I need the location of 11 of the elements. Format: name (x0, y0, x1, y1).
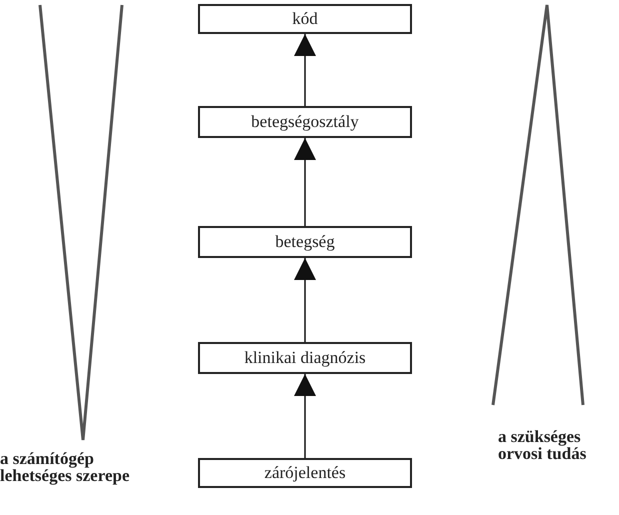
arrow (294, 258, 316, 342)
arrow (294, 34, 316, 106)
process-box: betegség (198, 226, 412, 258)
arrow (294, 374, 316, 458)
axis-note: a szükséges orvosi tudás (498, 428, 588, 462)
arrow (294, 138, 316, 226)
process-box: betegségosztály (198, 106, 412, 138)
process-box: kód (198, 4, 412, 34)
process-box: zárójelentés (198, 458, 412, 488)
axis-note: a számítógép lehetséges szerepe (0, 450, 130, 484)
process-box: klinikai diagnózis (198, 342, 412, 374)
